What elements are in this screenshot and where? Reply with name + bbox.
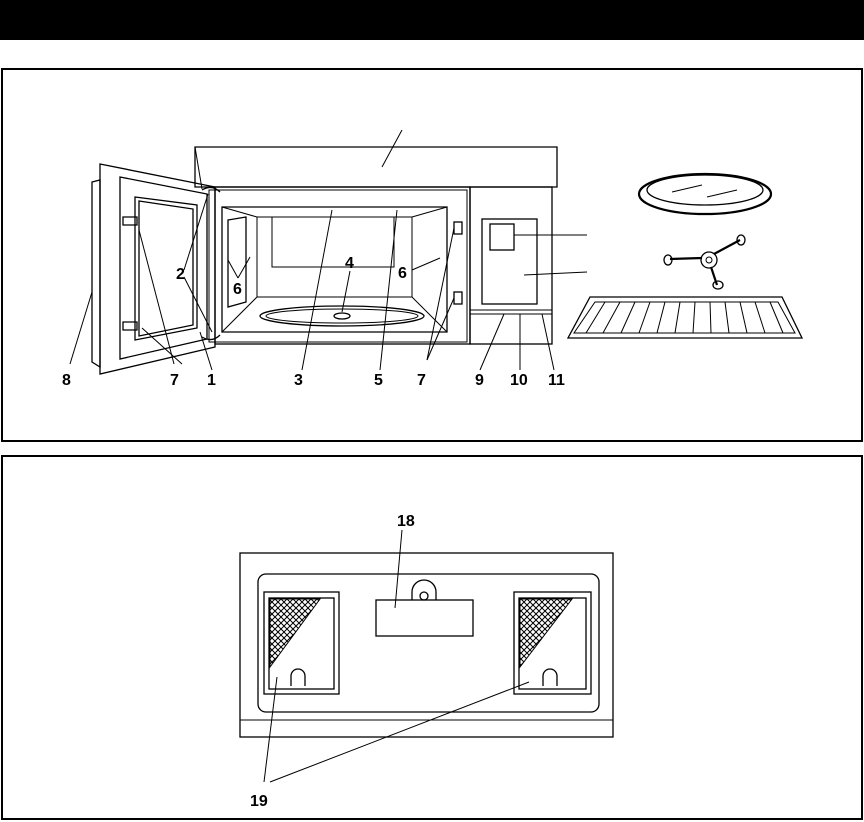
glass-tray-drawing xyxy=(639,174,771,214)
callout-5: 5 xyxy=(374,372,383,389)
callout-1: 1 xyxy=(207,372,216,389)
parts-diagram-panel: 2 6 4 6 8 7 1 3 5 7 9 10 11 xyxy=(1,68,863,442)
callout-9: 9 xyxy=(475,372,484,389)
underside-diagram-svg: 18 19 xyxy=(3,457,864,822)
wire-rack-drawing xyxy=(568,297,802,338)
callout-7-right: 7 xyxy=(417,372,426,389)
callout-2: 2 xyxy=(176,266,185,283)
callout-7-door: 7 xyxy=(170,372,179,389)
callout-6-right: 6 xyxy=(398,265,407,282)
callout-18: 18 xyxy=(397,513,415,530)
oven-body xyxy=(209,187,552,344)
parts-diagram-svg: 2 6 4 6 8 7 1 3 5 7 9 10 11 xyxy=(3,70,864,444)
callout-8: 8 xyxy=(62,372,71,389)
leader-lines-bottom xyxy=(264,530,529,782)
hood-panel xyxy=(195,147,557,189)
callout-4: 4 xyxy=(345,255,354,272)
callout-10: 10 xyxy=(510,372,528,389)
underside-diagram-panel: 18 19 xyxy=(1,455,863,820)
underside-drawing xyxy=(240,553,613,737)
callout-19: 19 xyxy=(250,793,268,810)
callout-11: 11 xyxy=(548,372,565,389)
header-bar xyxy=(0,0,864,40)
roller-hub-drawing xyxy=(664,235,745,289)
callout-6-left: 6 xyxy=(233,281,242,298)
oven-door xyxy=(92,164,220,374)
callout-3: 3 xyxy=(294,372,303,389)
